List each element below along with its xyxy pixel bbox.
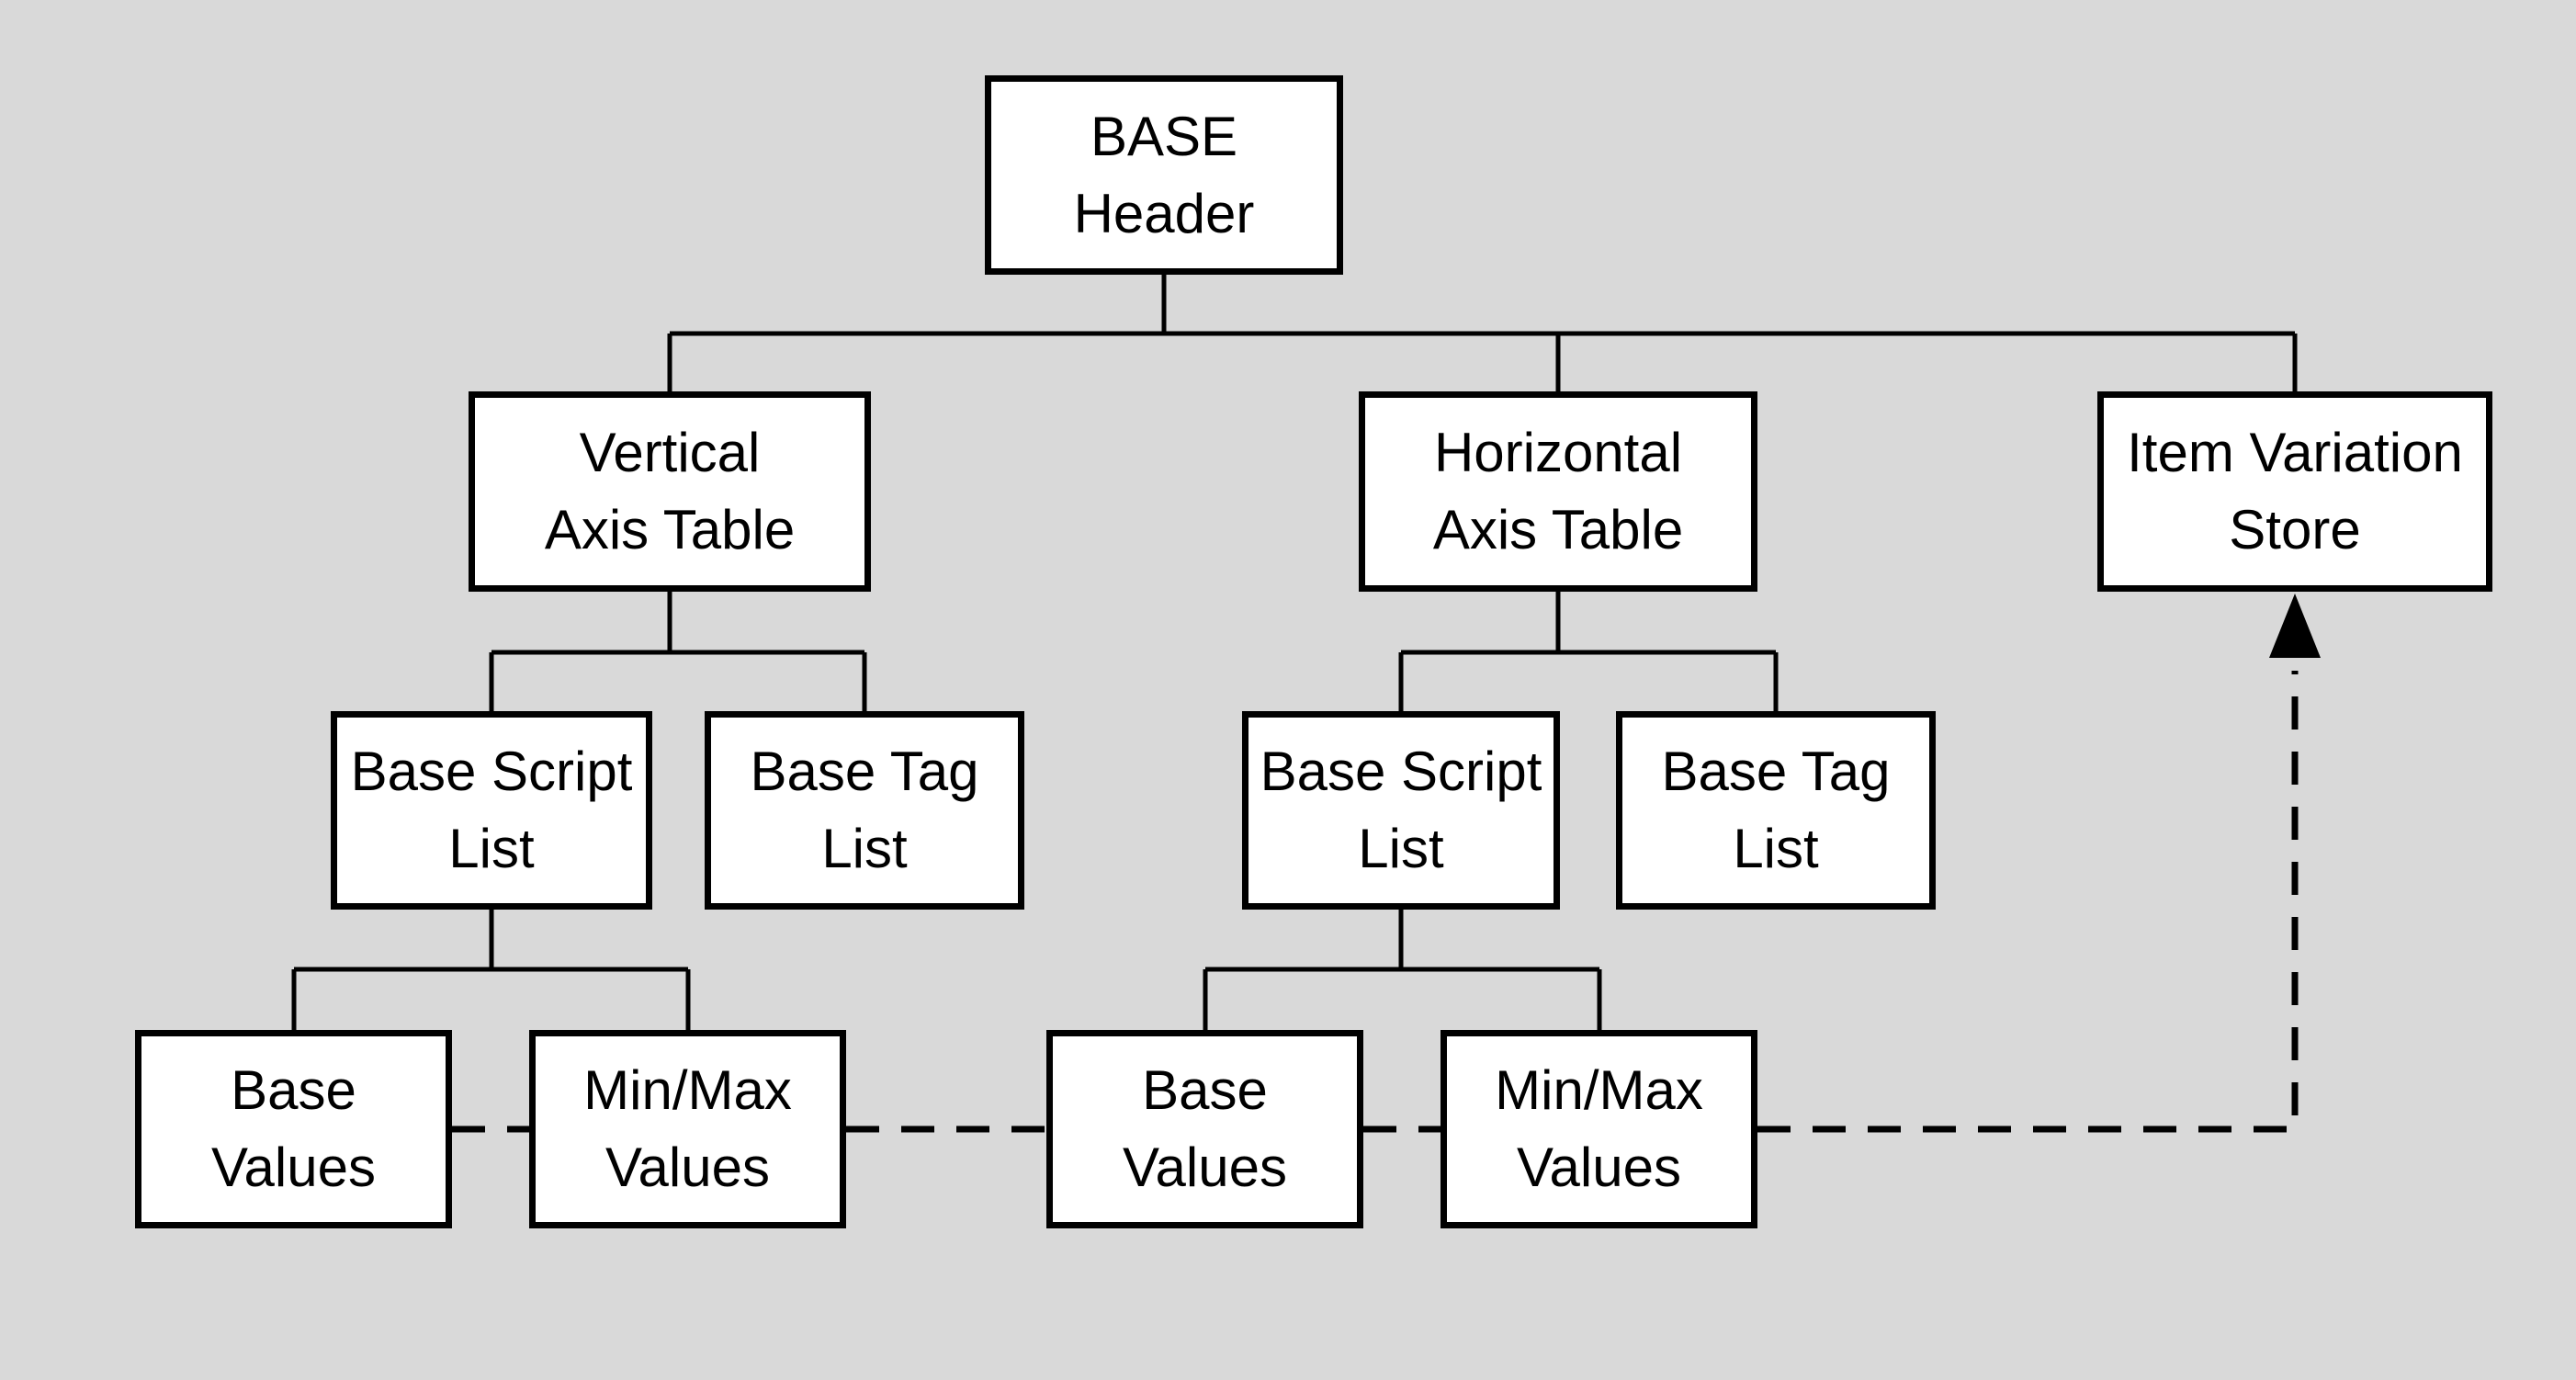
node-horizontal-axis-table: Horizontal Axis Table <box>1359 391 1757 592</box>
node-base-header-label: BASE Header <box>1073 105 1255 244</box>
node-base-tag-list-horizontal: Base Tag List <box>1616 711 1936 910</box>
node-base-values-vertical-label: Base Values <box>210 1059 376 1198</box>
node-base-script-list-horizontal: Base Script List <box>1242 711 1560 910</box>
connector-header-to-level2 <box>667 275 2298 391</box>
node-base-values-horizontal-label: Base Values <box>1122 1059 1287 1198</box>
node-minmax-values-vertical: Min/Max Values <box>529 1030 846 1228</box>
node-base-tag-list-horizontal-label: Base Tag List <box>1661 741 1891 879</box>
node-minmax-values-horizontal: Min/Max Values <box>1441 1030 1757 1228</box>
node-base-values-vertical: Base Values <box>135 1030 452 1228</box>
node-base-script-list-vertical: Base Script List <box>331 711 652 910</box>
node-base-script-list-vertical-label: Base Script List <box>350 741 633 879</box>
dashed-link-minmax-to-item-variation-store <box>1757 671 2299 1133</box>
node-horizontal-axis-table-label: Horizontal Axis Table <box>1432 422 1684 560</box>
node-vertical-axis-table-label: Vertical Axis Table <box>544 422 796 560</box>
arrow-up-icon <box>2269 594 2321 658</box>
node-minmax-values-vertical-label: Min/Max Values <box>583 1059 792 1198</box>
node-item-variation-store: Item Variation Store <box>2097 391 2492 592</box>
node-base-header: BASE Header <box>985 75 1343 275</box>
node-minmax-values-horizontal-label: Min/Max Values <box>1495 1059 1703 1198</box>
connector-horizontal-axis-children <box>1398 592 1779 711</box>
connector-vertical-axis-children <box>489 592 867 711</box>
node-item-variation-store-label: Item Variation Store <box>2127 422 2463 560</box>
node-base-tag-list-vertical-label: Base Tag List <box>750 741 979 879</box>
node-base-script-list-horizontal-label: Base Script List <box>1260 741 1542 879</box>
node-base-tag-list-vertical: Base Tag List <box>705 711 1024 910</box>
connector-script-list-horizontal-children <box>1203 910 1602 1030</box>
node-vertical-axis-table: Vertical Axis Table <box>469 391 871 592</box>
connector-script-list-vertical-children <box>291 910 691 1030</box>
node-base-values-horizontal: Base Values <box>1046 1030 1363 1228</box>
